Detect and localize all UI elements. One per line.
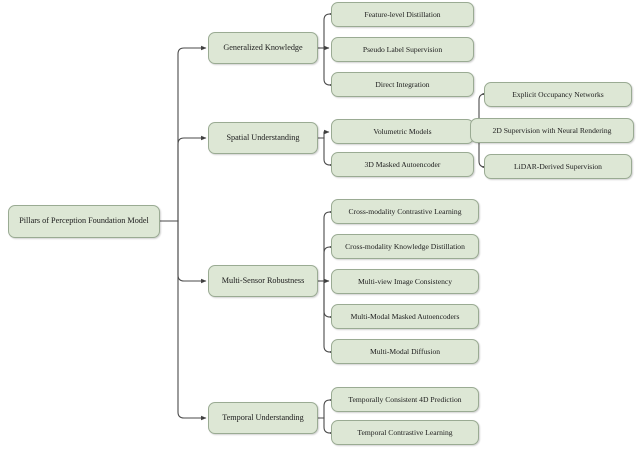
node-leaf-pseudo-label-supervision[interactable]: Pseudo Label Supervision: [331, 37, 474, 62]
node-leaf-multi-modal-masked-autoencoders[interactable]: Multi-Modal Masked Autoencoders: [331, 304, 479, 329]
node-branch-temporal-understanding[interactable]: Temporal Understanding: [208, 402, 318, 434]
node-leaf-cross-modality-contrastive-learning[interactable]: Cross-modality Contrastive Learning: [331, 199, 479, 224]
node-leaf-volumetric-models[interactable]: Volumetric Models: [331, 119, 474, 144]
node-leaf-explicit-occupancy-networks[interactable]: Explicit Occupancy Networks: [484, 82, 632, 107]
node-leaf-temporal-contrastive-learning[interactable]: Temporal Contrastive Learning: [331, 420, 479, 445]
node-leaf-multi-view-image-consistency[interactable]: Multi-view Image Consistency: [331, 269, 479, 294]
node-leaf-multi-modal-diffusion[interactable]: Multi-Modal Diffusion: [331, 339, 479, 364]
node-leaf-lidar-derived-supervision[interactable]: LiDAR-Derived Supervision: [484, 154, 632, 179]
node-leaf-cross-modality-knowledge-distillation[interactable]: Cross-modality Knowledge Distillation: [331, 234, 479, 259]
node-leaf-direct-integration[interactable]: Direct Integration: [331, 72, 474, 97]
node-leaf-temporally-consistent-4d-prediction[interactable]: Temporally Consistent 4D Prediction: [331, 387, 479, 412]
node-root[interactable]: Pillars of Perception Foundation Model: [8, 205, 160, 238]
node-leaf-3d-masked-autoencoder[interactable]: 3D Masked Autoencoder: [331, 152, 474, 177]
node-branch-spatial-understanding[interactable]: Spatial Understanding: [208, 122, 318, 154]
node-branch-generalized-knowledge[interactable]: Generalized Knowledge: [208, 32, 318, 64]
node-leaf-feature-level-distillation[interactable]: Feature-level Distillation: [331, 2, 474, 27]
node-leaf-2d-supervision-with-neural-rendering[interactable]: 2D Supervision with Neural Rendering: [470, 118, 634, 143]
node-branch-multi-sensor-robustness[interactable]: Multi-Sensor Robustness: [208, 265, 318, 297]
